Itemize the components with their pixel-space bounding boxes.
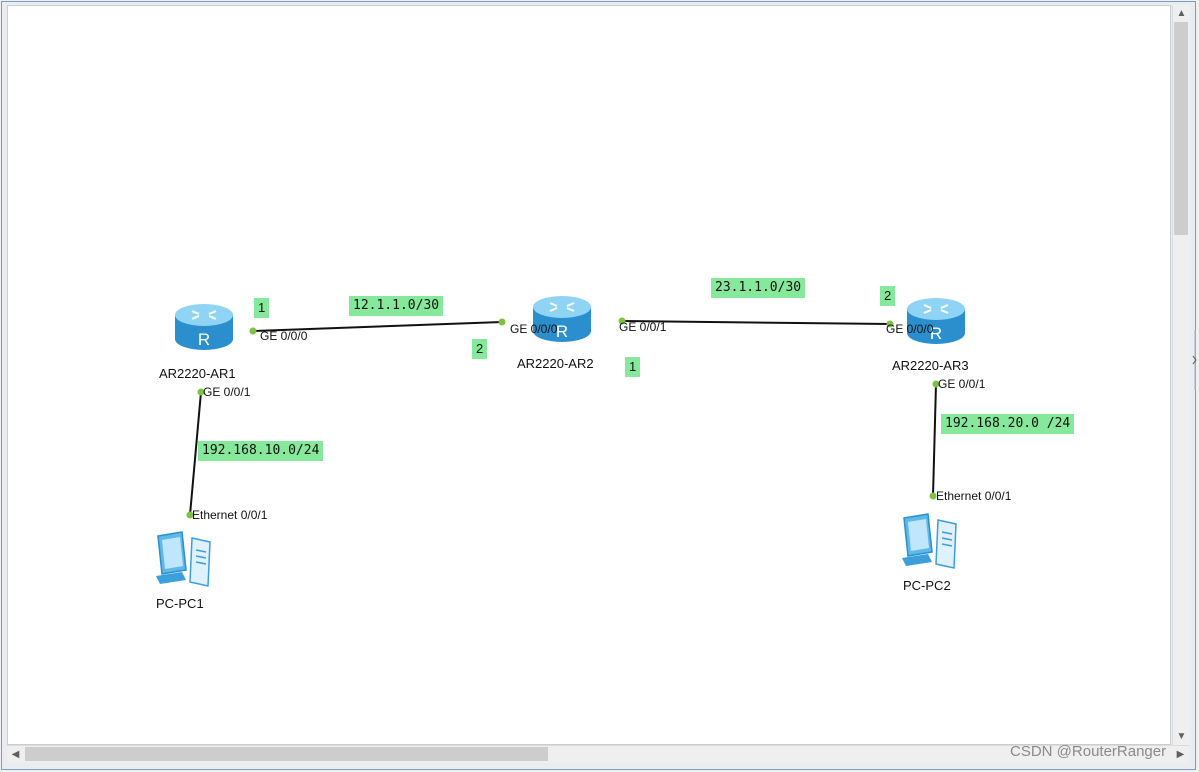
- port-label-ar1-ge000: GE 0/0/0: [260, 329, 308, 343]
- device-label-ar2: AR2220-AR2: [517, 356, 594, 371]
- note-host-ar3[interactable]: 2: [880, 286, 896, 306]
- port-dot[interactable]: [929, 492, 937, 500]
- note-network-pc1[interactable]: 192.168.10.0/24: [198, 441, 324, 461]
- watermark: CSDN @RouterRanger: [1010, 743, 1167, 760]
- scroll-right-icon[interactable]: ▶: [1176, 749, 1185, 760]
- svg-text:R: R: [556, 322, 568, 341]
- router-icon: R: [175, 304, 233, 350]
- port-label-ar3-ge000: GE 0/0/0: [886, 322, 934, 336]
- splitter-grip-icon[interactable]: [1192, 330, 1198, 390]
- router-ar3[interactable]: R: [905, 293, 967, 354]
- horizontal-scroll-thumb[interactable]: [25, 747, 548, 761]
- port-dot[interactable]: [932, 380, 940, 388]
- pc-icon: [902, 513, 957, 569]
- port-label-ar2-ge001: GE 0/0/1: [619, 320, 667, 334]
- device-label-ar1: AR2220-AR1: [159, 366, 236, 381]
- svg-text:R: R: [930, 324, 942, 343]
- link-ar2-ar3[interactable]: [621, 320, 891, 325]
- scroll-down-icon[interactable]: ▼: [1176, 731, 1187, 742]
- note-host-ar2-left[interactable]: 2: [472, 339, 488, 359]
- device-label-pc1: PC-PC1: [156, 596, 204, 611]
- note-network-12[interactable]: 12.1.1.0/30: [349, 296, 444, 316]
- scroll-left-icon[interactable]: ◀: [11, 749, 20, 760]
- pc-pc2[interactable]: [898, 512, 964, 577]
- link-ar1-pc1[interactable]: [189, 391, 202, 516]
- port-label-ar3-ge001: GE 0/0/1: [938, 377, 986, 391]
- scroll-up-icon[interactable]: ▲: [1176, 8, 1187, 19]
- svg-text:R: R: [198, 330, 210, 349]
- topology-canvas[interactable]: R R R: [7, 5, 1171, 745]
- note-host-ar1[interactable]: 1: [254, 298, 270, 318]
- vertical-scrollbar[interactable]: ▲ ▼: [1172, 5, 1190, 745]
- device-label-pc2: PC-PC2: [903, 578, 951, 593]
- note-network-pc2[interactable]: 192.168.20.0 /24: [941, 414, 1075, 434]
- note-host-ar2-right[interactable]: 1: [625, 357, 641, 377]
- horizontal-scrollbar[interactable]: ◀ ▶: [7, 745, 1189, 763]
- port-label-pc1-eth: Ethernet 0/0/1: [192, 508, 268, 522]
- link-ar3-pc2[interactable]: [932, 383, 937, 497]
- router-ar2[interactable]: R: [531, 291, 593, 352]
- vertical-scroll-thumb[interactable]: [1174, 22, 1188, 235]
- device-label-ar3: AR2220-AR3: [892, 358, 969, 373]
- port-dot[interactable]: [186, 511, 194, 519]
- link-ar1-ar2[interactable]: [252, 321, 503, 332]
- router-icon: R: [533, 296, 591, 342]
- port-dot[interactable]: [618, 317, 626, 325]
- port-label-ar1-ge001: GE 0/0/1: [203, 385, 251, 399]
- port-dot[interactable]: [197, 388, 205, 396]
- router-icon: R: [907, 298, 965, 344]
- router-ar1[interactable]: R: [173, 299, 235, 360]
- port-dot[interactable]: [886, 320, 894, 328]
- note-network-23[interactable]: 23.1.1.0/30: [711, 278, 806, 298]
- port-dot[interactable]: [498, 318, 506, 326]
- port-label-ar2-ge000: GE 0/0/0: [510, 322, 558, 336]
- pc-icon: [156, 531, 211, 587]
- links-layer: [186, 317, 940, 519]
- port-dot[interactable]: [249, 327, 257, 335]
- pc-pc1[interactable]: [152, 530, 218, 595]
- port-label-pc2-eth: Ethernet 0/0/1: [936, 489, 1012, 503]
